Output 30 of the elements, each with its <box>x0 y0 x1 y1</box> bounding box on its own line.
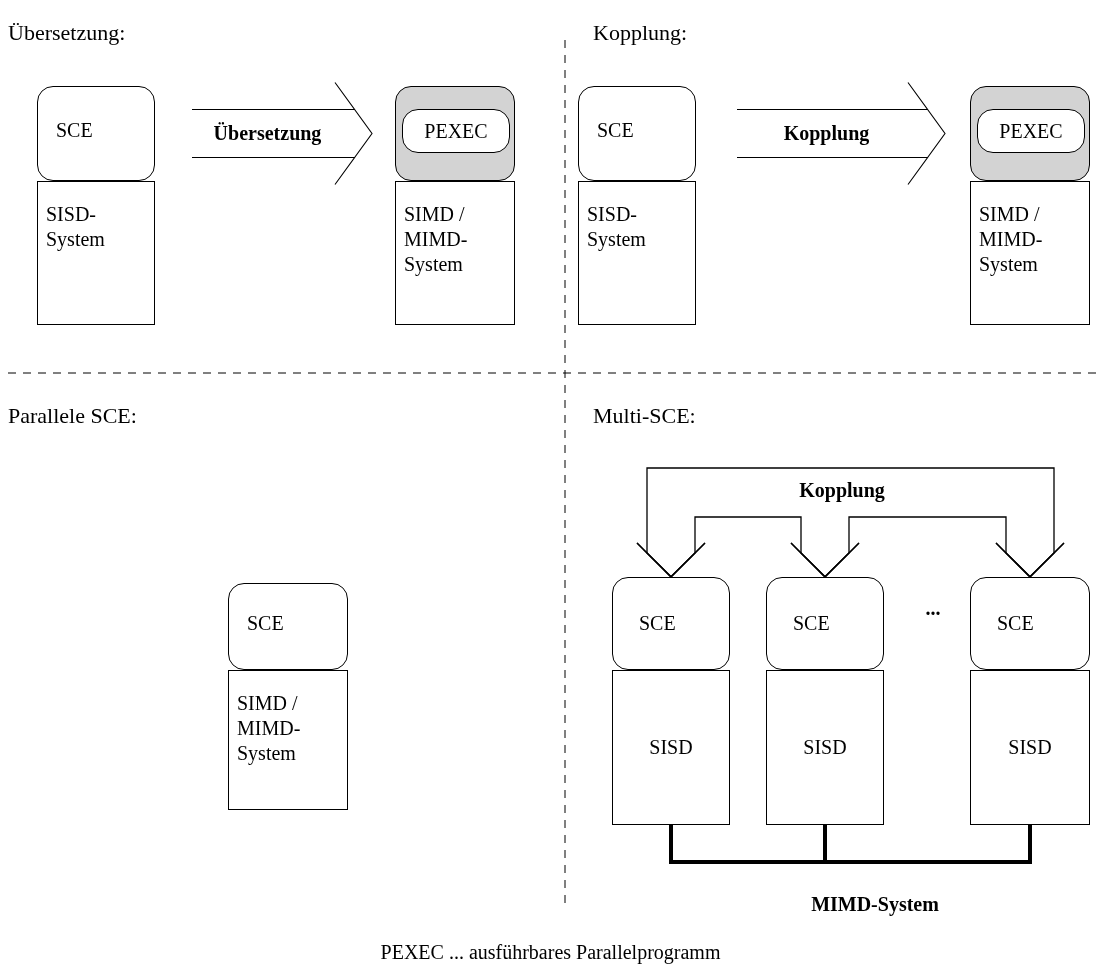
pexec-box <box>402 109 510 153</box>
system-box <box>766 670 884 825</box>
section-heading: Übersetzung: <box>8 20 126 46</box>
section-heading: Kopplung: <box>593 20 688 46</box>
system-box <box>37 181 155 325</box>
bus-label: MIMD-System <box>811 893 939 916</box>
sce-box <box>766 577 884 670</box>
sce-box <box>612 577 730 670</box>
sce-box <box>970 577 1090 670</box>
system-box <box>228 670 348 810</box>
ellipsis: ... <box>925 597 941 620</box>
section-heading: Multi-SCE: <box>593 403 696 429</box>
sce-box <box>37 86 155 181</box>
pexec-container <box>970 86 1090 181</box>
bus-line <box>823 825 1032 864</box>
system-box <box>395 181 515 325</box>
section-heading: Parallele SCE: <box>8 403 137 429</box>
system-box <box>970 670 1090 825</box>
sce-box <box>228 583 348 670</box>
system-box <box>578 181 696 325</box>
arrow <box>790 516 1065 578</box>
pexec-container <box>395 86 515 181</box>
arrow-label: Übersetzung <box>213 122 322 145</box>
system-box <box>612 670 730 825</box>
pexec-box <box>977 109 1085 153</box>
system-box <box>970 181 1090 325</box>
sce-box <box>578 86 696 181</box>
caption: PEXEC ... ausführbares Parallelprogramm <box>380 941 721 964</box>
coupling-label: Kopplung <box>799 479 885 502</box>
arrow-label: Kopplung <box>783 122 870 145</box>
